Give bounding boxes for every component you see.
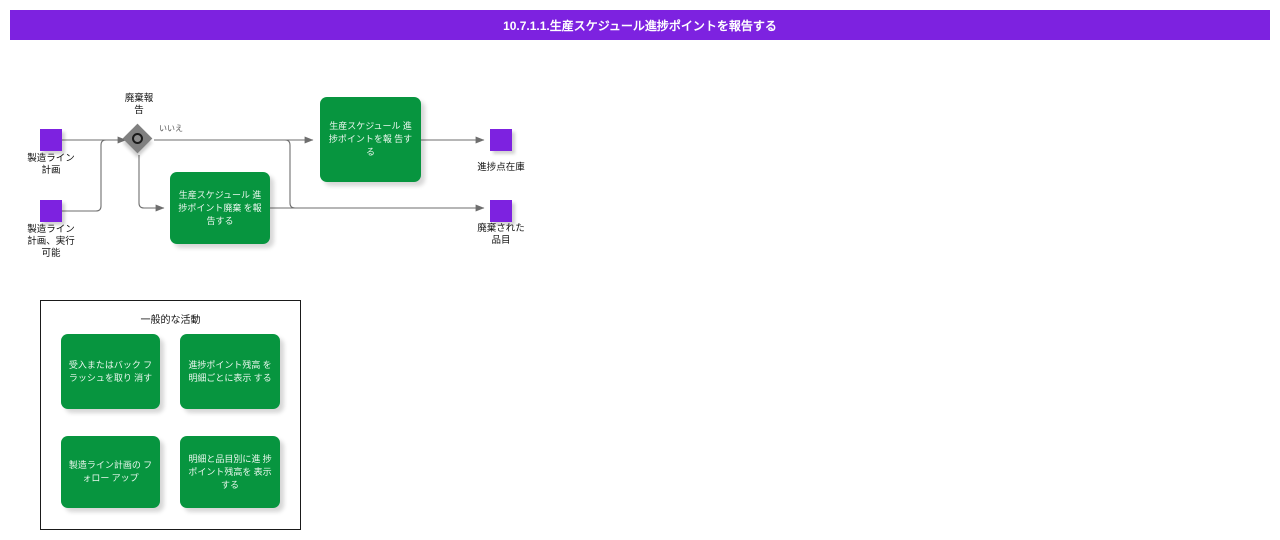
- store-progress-point-inventory[interactable]: [490, 129, 512, 151]
- decision-scrap-report-label: 廃棄報 告: [124, 94, 154, 116]
- store-production-line-plan[interactable]: [40, 129, 62, 151]
- process-report-progress-point-scrap-label: 生産スケジュール 進捗ポイント廃棄 を報告する: [178, 189, 262, 226]
- common-activities-title: 一般的な活動: [140, 315, 201, 326]
- store-progress-point-inventory-label: 進捗点在庫: [477, 163, 525, 173]
- store-scrapped-items[interactable]: [490, 200, 512, 222]
- store-production-line-plan-executable[interactable]: [40, 200, 62, 222]
- process-report-progress-point-label: 生産スケジュール 進捗ポイントを報 告する: [328, 121, 413, 157]
- activity-follow-up-production-line-plan[interactable]: 製造ライン計画の フォロー アップ: [61, 436, 160, 508]
- store-production-line-plan-label: 製造ライン 計画: [27, 154, 75, 176]
- wire-decision-to-scrap-process: [138, 155, 165, 212]
- activity-cancel-receipt-backflush-label: 受入またはバック フラッシュを取り 消す: [68, 359, 153, 383]
- activity-follow-up-production-line-plan-label: 製造ライン計画の フォロー アップ: [68, 460, 153, 483]
- header-bar: 10.7.1.1.生産スケジュール進捗ポイントを報告する: [10, 10, 1270, 40]
- store-production-line-plan-executable-label: 製造ライン 計画、実行 可能: [27, 225, 75, 259]
- process-report-progress-point[interactable]: 生産スケジュール 進捗ポイントを報 告する: [320, 97, 421, 182]
- decision-hub-icon: [132, 133, 143, 144]
- decision-branch-label-no: いいえ: [159, 124, 183, 133]
- activity-show-progress-balance-by-line-item[interactable]: 明細と品目別に進 捗ポイント残高を 表示する: [180, 436, 280, 508]
- activity-show-progress-balance-by-line[interactable]: 進捗ポイント残高 を明細ごとに表示 する: [180, 334, 280, 409]
- activity-cancel-receipt-backflush[interactable]: 受入またはバック フラッシュを取り 消す: [61, 334, 160, 409]
- process-report-progress-point-scrap[interactable]: 生産スケジュール 進捗ポイント廃棄 を報告する: [170, 172, 270, 244]
- activity-show-progress-balance-by-line-item-label: 明細と品目別に進 捗ポイント残高を 表示する: [188, 453, 272, 490]
- store-scrapped-items-label: 廃棄された 品目: [477, 224, 525, 246]
- page-title: 10.7.1.1.生産スケジュール進捗ポイントを報告する: [503, 18, 777, 33]
- activity-show-progress-balance-by-line-label: 進捗ポイント残高 を明細ごとに表示 する: [188, 359, 272, 383]
- decision-scrap-report[interactable]: [122, 123, 154, 155]
